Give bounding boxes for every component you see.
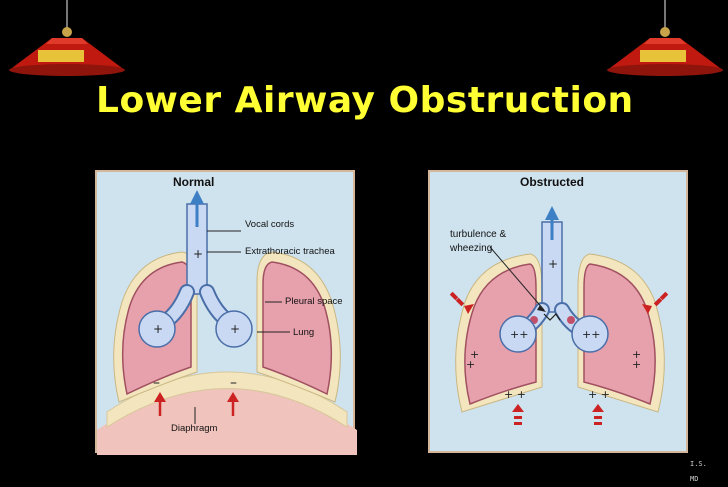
lamp-icon xyxy=(9,0,125,76)
normal-lung-drawing: + + + – – xyxy=(97,190,357,455)
normal-heading: Normal xyxy=(173,175,215,189)
slide-title: Lower Airway Obstruction xyxy=(96,80,634,121)
obstructed-lung-drawing: ++ ++ + + + + + + + + + xyxy=(449,206,669,425)
alveolus-left xyxy=(499,315,537,353)
alveolus-right xyxy=(215,310,253,348)
author-line1: I.S. xyxy=(690,460,707,468)
svg-text:–: – xyxy=(153,375,160,391)
label-pleural-space: Pleural space xyxy=(285,296,343,307)
diaphragm-band xyxy=(97,386,357,455)
obstructed-heading: Obstructed xyxy=(520,175,585,189)
author-line2: MD xyxy=(690,475,699,483)
label-diaphragm: Diaphragm xyxy=(171,423,218,434)
author-initials: I.S. MD xyxy=(690,457,707,487)
label-extrathoracic-trachea: Extrathoracic trachea xyxy=(245,246,335,257)
svg-text:+: + xyxy=(193,247,203,261)
alveolus-left xyxy=(138,310,176,348)
label-vocal-cords: Vocal cords xyxy=(245,219,295,230)
right-lung xyxy=(262,261,333,396)
svg-text:–: – xyxy=(230,375,237,391)
svg-text:+: + xyxy=(230,322,240,336)
svg-text:+ +: + + xyxy=(588,388,610,401)
hanging-lamp-left xyxy=(0,0,130,94)
svg-text:+: + xyxy=(548,257,558,271)
label-turbulence-line1: turbulence & xyxy=(450,229,507,240)
svg-text:+: + xyxy=(632,358,641,371)
svg-text:+: + xyxy=(153,322,163,336)
lamp-icon xyxy=(607,0,723,76)
hanging-lamp-right xyxy=(598,0,728,94)
svg-text:++: ++ xyxy=(582,328,600,341)
svg-text:+: + xyxy=(470,348,479,361)
svg-text:+ +: + + xyxy=(504,388,526,401)
svg-text:++: ++ xyxy=(510,328,528,341)
wheeze-mark xyxy=(543,313,561,321)
label-lung: Lung xyxy=(293,327,315,338)
right-lung xyxy=(583,263,656,406)
obstructed-lung-diagram: ++ ++ + + + + + + + + + Obstr xyxy=(428,170,688,453)
svg-text:+: + xyxy=(632,348,641,361)
normal-lung-diagram: + + + – – Normal Vocal cords Extrathorac… xyxy=(95,170,357,455)
pressure-arrows xyxy=(449,291,669,425)
alveolus-right xyxy=(571,315,609,353)
label-turbulence-line2: wheezing xyxy=(450,243,493,254)
svg-text:+: + xyxy=(466,358,475,371)
